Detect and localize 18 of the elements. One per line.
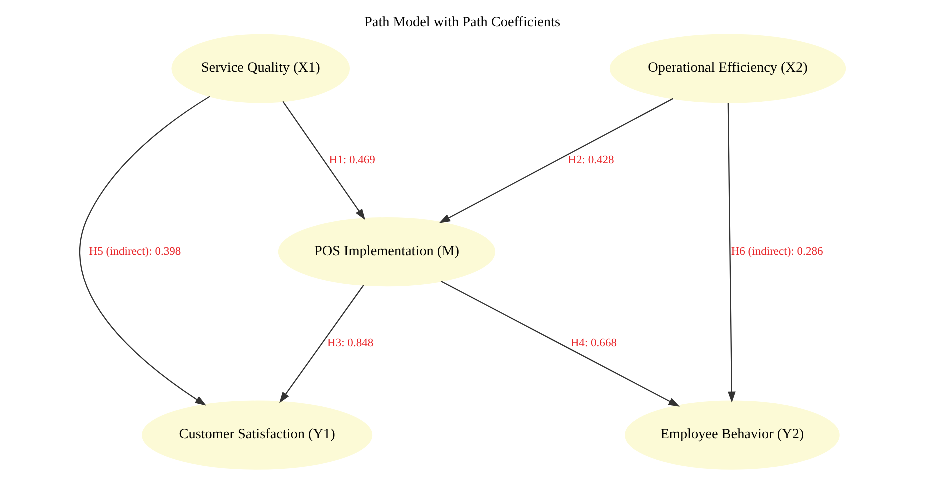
node-ellipse: Operational Efficiency (X2): [610, 34, 846, 104]
node-ellipse: Employee Behavior (Y2): [625, 400, 840, 470]
arrow: [441, 280, 680, 407]
edge-label: H3: 0.848: [328, 338, 374, 350]
edge-label: H4: 0.668: [570, 338, 617, 350]
arrow: [280, 285, 364, 404]
node-ellipse: Service Quality (X1): [172, 34, 350, 104]
edge-label: H1: 0.469: [329, 154, 376, 166]
node-ellipse: POS Implementation (M): [278, 218, 496, 287]
edge-label: H2: 0.428: [568, 154, 614, 166]
edge-label: H5 (indirect): 0.398: [89, 246, 182, 258]
node-ellipse: Customer Satisfaction (Y1): [142, 400, 373, 470]
arrow: [80, 96, 210, 406]
arrow: [439, 98, 674, 224]
edge-label: H6 (indirect): 0.286: [731, 246, 824, 258]
arrow: [728, 102, 736, 404]
arrow: [282, 101, 366, 220]
diagram-title: Path Model with Path Coefficients: [364, 14, 560, 31]
